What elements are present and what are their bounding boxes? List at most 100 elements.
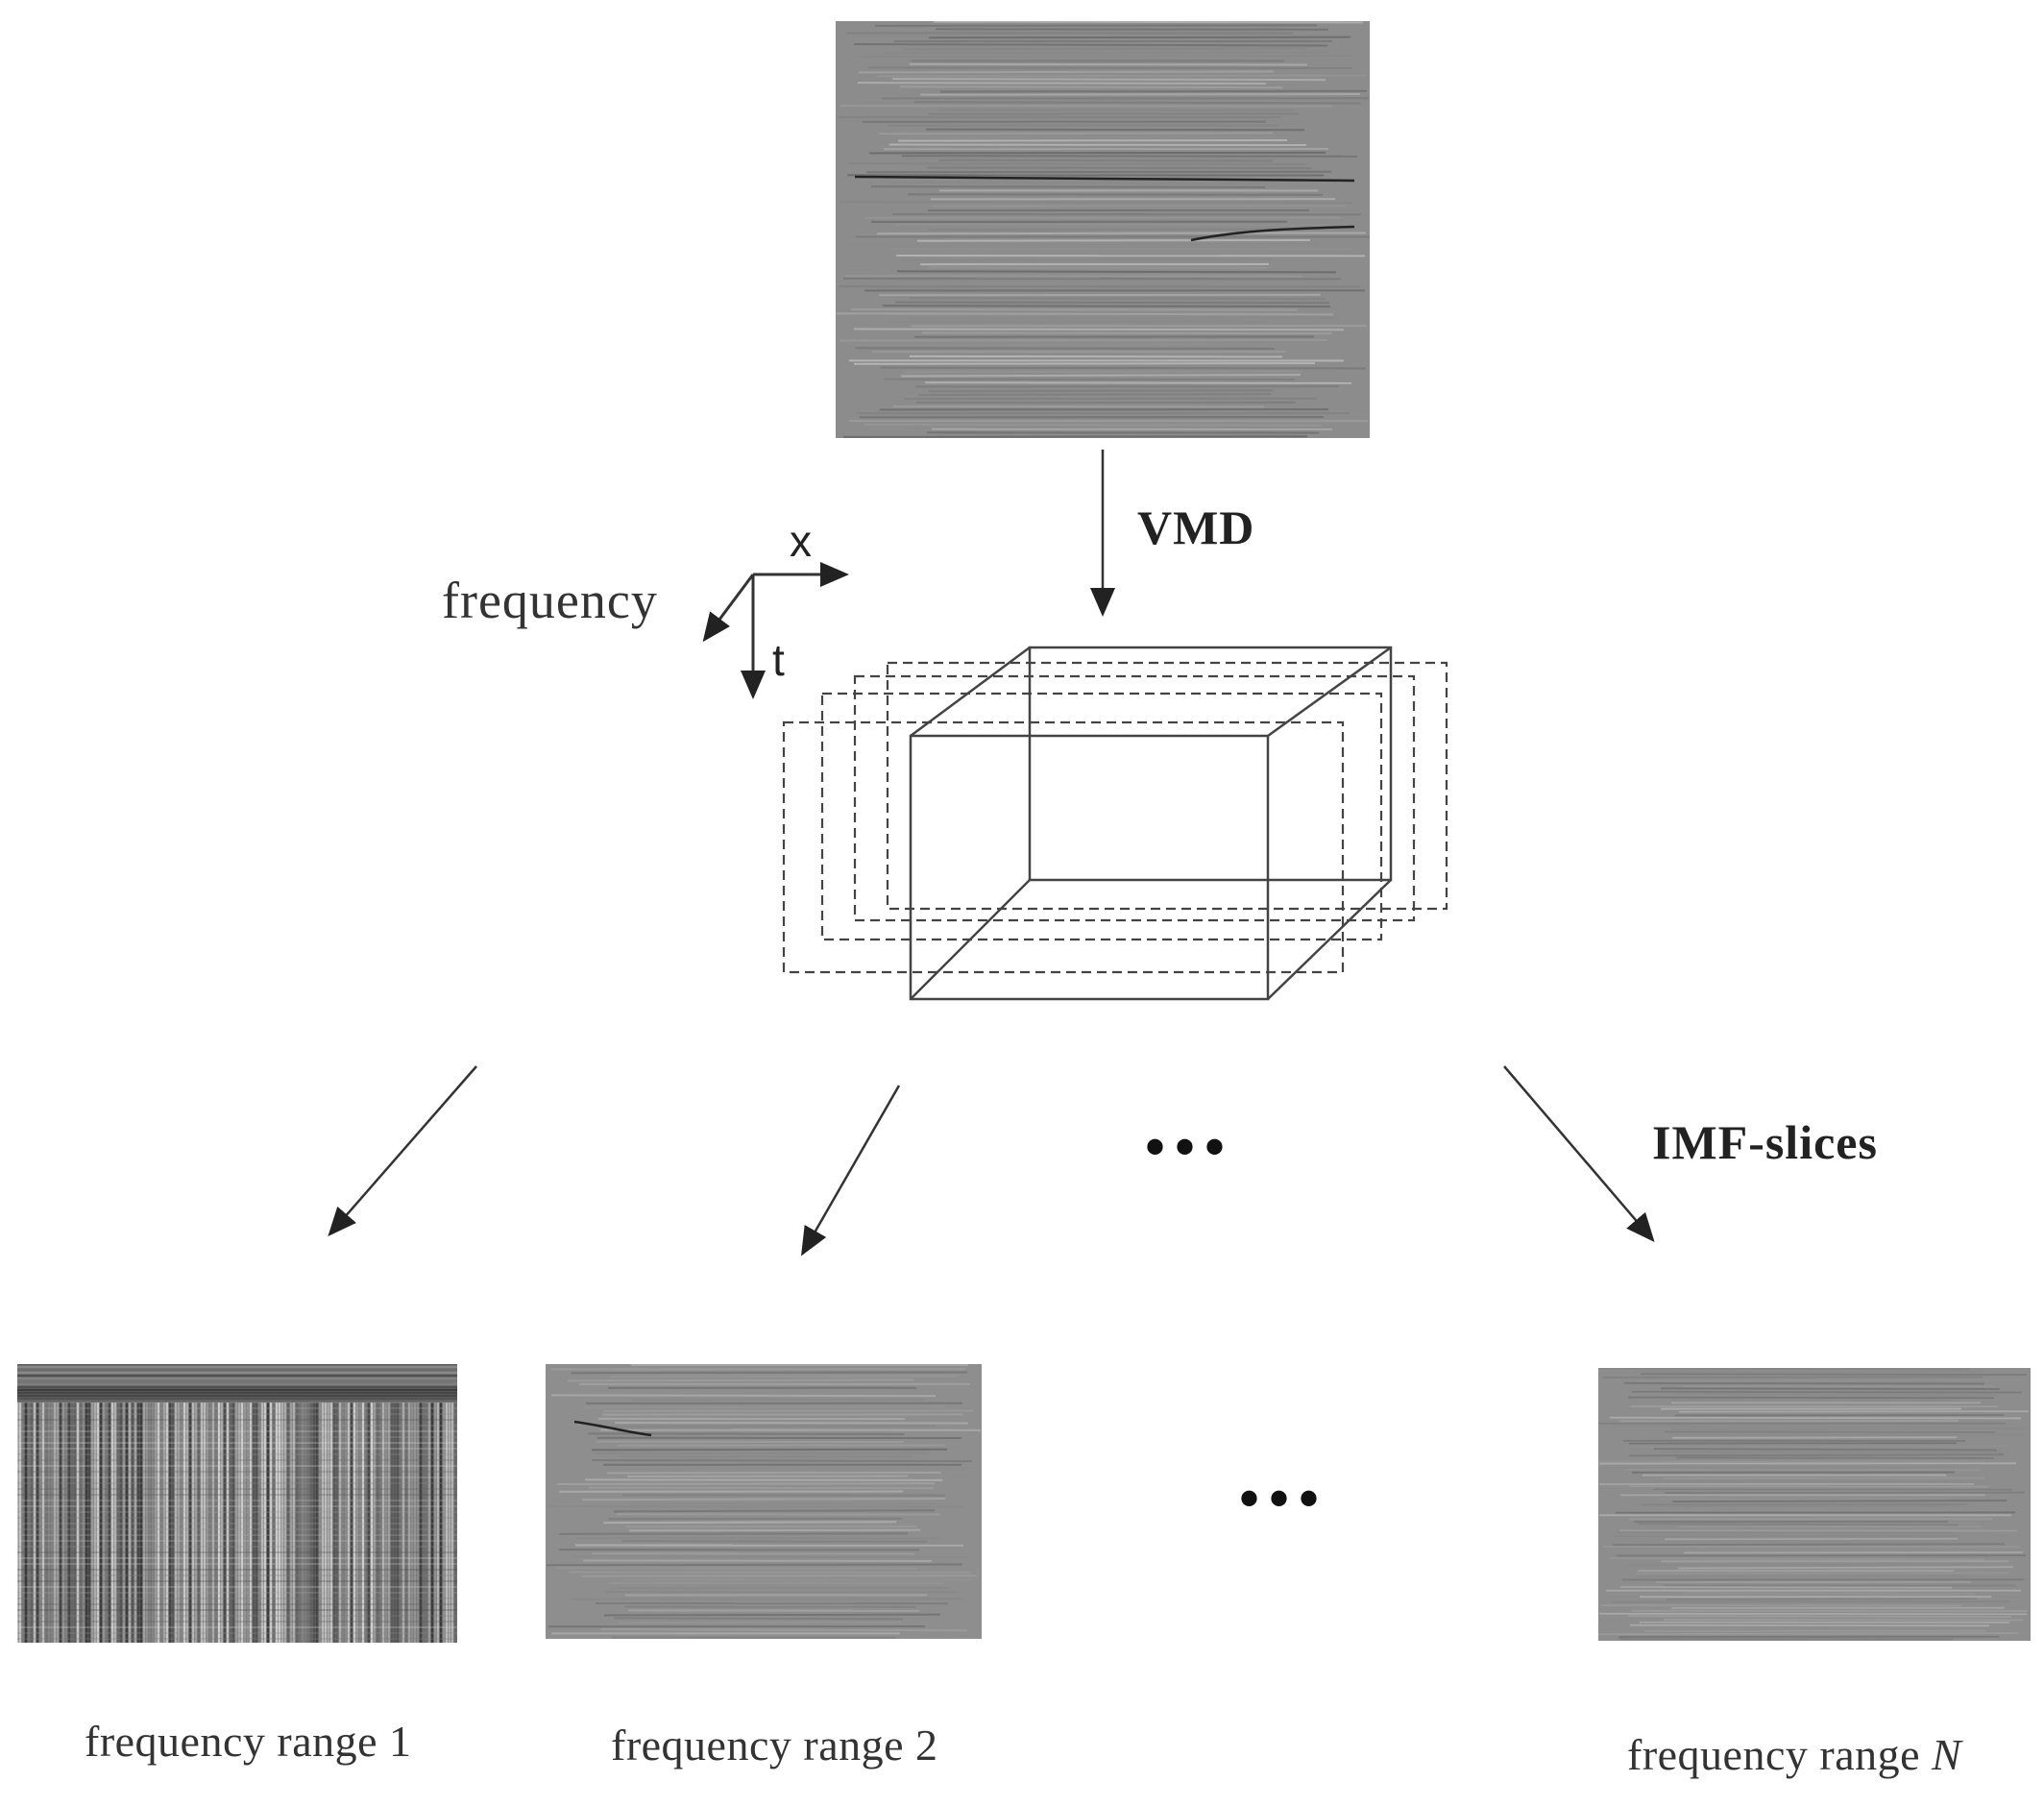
input-seismic-panel xyxy=(836,21,1370,438)
texture-stripe xyxy=(839,105,1333,108)
texture-stripe xyxy=(567,1379,914,1382)
texture-stripe xyxy=(546,1563,963,1567)
texture-stripe xyxy=(882,305,1331,308)
texture-stripe xyxy=(897,139,1288,142)
texture-stripe xyxy=(1637,1523,1959,1526)
texture-stripe xyxy=(571,1371,968,1375)
texture-stripe xyxy=(891,78,1326,82)
texture-stripe xyxy=(909,62,1308,66)
texture-stripe xyxy=(556,1482,936,1485)
texture-stripe xyxy=(596,1440,905,1444)
texture-stripe xyxy=(886,281,1320,285)
texture-stripe xyxy=(839,201,1354,205)
caption-range-1-index: 1 xyxy=(389,1717,412,1766)
texture-stripe xyxy=(1660,1387,2001,1390)
texture-stripe xyxy=(603,1613,941,1617)
texture-stripe xyxy=(836,312,1334,316)
texture-stripe xyxy=(1671,1436,1958,1439)
texture-stripe xyxy=(584,1405,947,1409)
texture-stripe xyxy=(913,101,1362,105)
texture-stripe xyxy=(853,43,1328,47)
texture-stripe xyxy=(1602,1376,1983,1379)
texture-stripe xyxy=(888,143,1307,147)
texture-stripe xyxy=(901,258,1274,262)
axis-x-label: x xyxy=(790,516,812,566)
imf-cube xyxy=(909,646,1393,1001)
texture-stripe xyxy=(607,1467,973,1471)
texture-stripe xyxy=(1612,1543,2006,1547)
texture-stripe xyxy=(1682,1592,1975,1596)
texture-stripe xyxy=(1662,1477,1985,1479)
texture-stripe xyxy=(896,270,1337,274)
texture-stripe xyxy=(582,1559,933,1562)
texture-stripe xyxy=(572,1555,970,1559)
texture-reflector xyxy=(1190,225,1355,242)
texture-stripe xyxy=(558,1532,909,1535)
ellipsis-bottom: ••• xyxy=(1239,1467,1329,1530)
texture-stripe xyxy=(1609,1416,2022,1420)
texture-stripe xyxy=(864,424,1322,427)
texture-stripe xyxy=(902,47,1307,51)
texture-background xyxy=(546,1364,982,1639)
dashed-slice-1 xyxy=(886,661,1448,911)
caption-range-1-prefix: frequency range xyxy=(85,1717,390,1766)
texture-stripe xyxy=(899,85,1283,89)
cube-front-face xyxy=(909,734,1270,1001)
texture-stripe xyxy=(591,1459,973,1463)
output-panel-1 xyxy=(17,1364,457,1643)
texture-stripe xyxy=(904,370,1302,374)
texture-stripe xyxy=(1631,1390,2023,1394)
texture-stripe xyxy=(1677,1566,2014,1570)
texture-stripe xyxy=(613,1617,904,1621)
texture-stripe xyxy=(857,82,1267,85)
texture-stripe xyxy=(1627,1615,2012,1618)
texture-stripe xyxy=(917,393,1272,397)
texture-stripe xyxy=(611,1636,896,1639)
texture-stripe xyxy=(874,24,1318,27)
texture-stripe xyxy=(888,320,1268,324)
texture-stripe xyxy=(620,1540,928,1543)
texture-stripe xyxy=(548,1505,966,1508)
arrow-to-range-1 xyxy=(328,1065,477,1237)
imf-slices-label: IMF-slices xyxy=(1652,1115,1878,1169)
texture-stripe xyxy=(588,1486,935,1490)
texture-stripe xyxy=(1619,1586,1953,1589)
texture-stripe xyxy=(921,331,1332,335)
texture-stripe xyxy=(1628,1453,2005,1457)
texture-stripe xyxy=(904,135,1293,139)
caption-range-2: frequency range 2 xyxy=(611,1720,938,1770)
axis-triad xyxy=(702,562,849,699)
texture-reflector xyxy=(573,1420,652,1437)
texture-stripe xyxy=(928,228,1296,232)
texture-stripe xyxy=(939,89,1368,93)
texture-stripe xyxy=(1640,1373,2028,1376)
texture-stripe xyxy=(1669,1399,1960,1403)
texture-stripe xyxy=(1627,1626,1987,1630)
texture-stripe xyxy=(853,328,1345,331)
texture-stripe xyxy=(938,159,1274,162)
texture-stripe xyxy=(882,51,1329,55)
texture-stripe xyxy=(1627,1396,1995,1400)
axis-frequency-label: frequency xyxy=(442,572,658,629)
output-image-2 xyxy=(546,1364,982,1639)
texture-stripe xyxy=(613,1509,936,1513)
texture-stripe xyxy=(602,1521,897,1525)
texture-stripe xyxy=(1665,1505,1948,1508)
dashed-slice-2 xyxy=(853,674,1416,922)
dashed-slice-3 xyxy=(820,692,1383,941)
caption-range-n-index: N xyxy=(1932,1730,1962,1779)
texture-stripe xyxy=(1674,1414,2005,1417)
texture-stripe xyxy=(909,354,1283,358)
texture-reflector xyxy=(854,175,1355,183)
texture-stripe xyxy=(926,166,1312,170)
texture-stripe xyxy=(594,1452,930,1455)
vmd-label: VMD xyxy=(1137,500,1255,554)
texture-stripe xyxy=(907,316,1342,320)
texture-stripe xyxy=(581,1498,946,1501)
texture-stripe xyxy=(880,366,1367,370)
texture-stripe xyxy=(1608,1557,1984,1561)
texture-stripe xyxy=(1635,1572,2009,1574)
texture-stripe xyxy=(855,347,1276,351)
texture-stripe xyxy=(876,232,1367,235)
